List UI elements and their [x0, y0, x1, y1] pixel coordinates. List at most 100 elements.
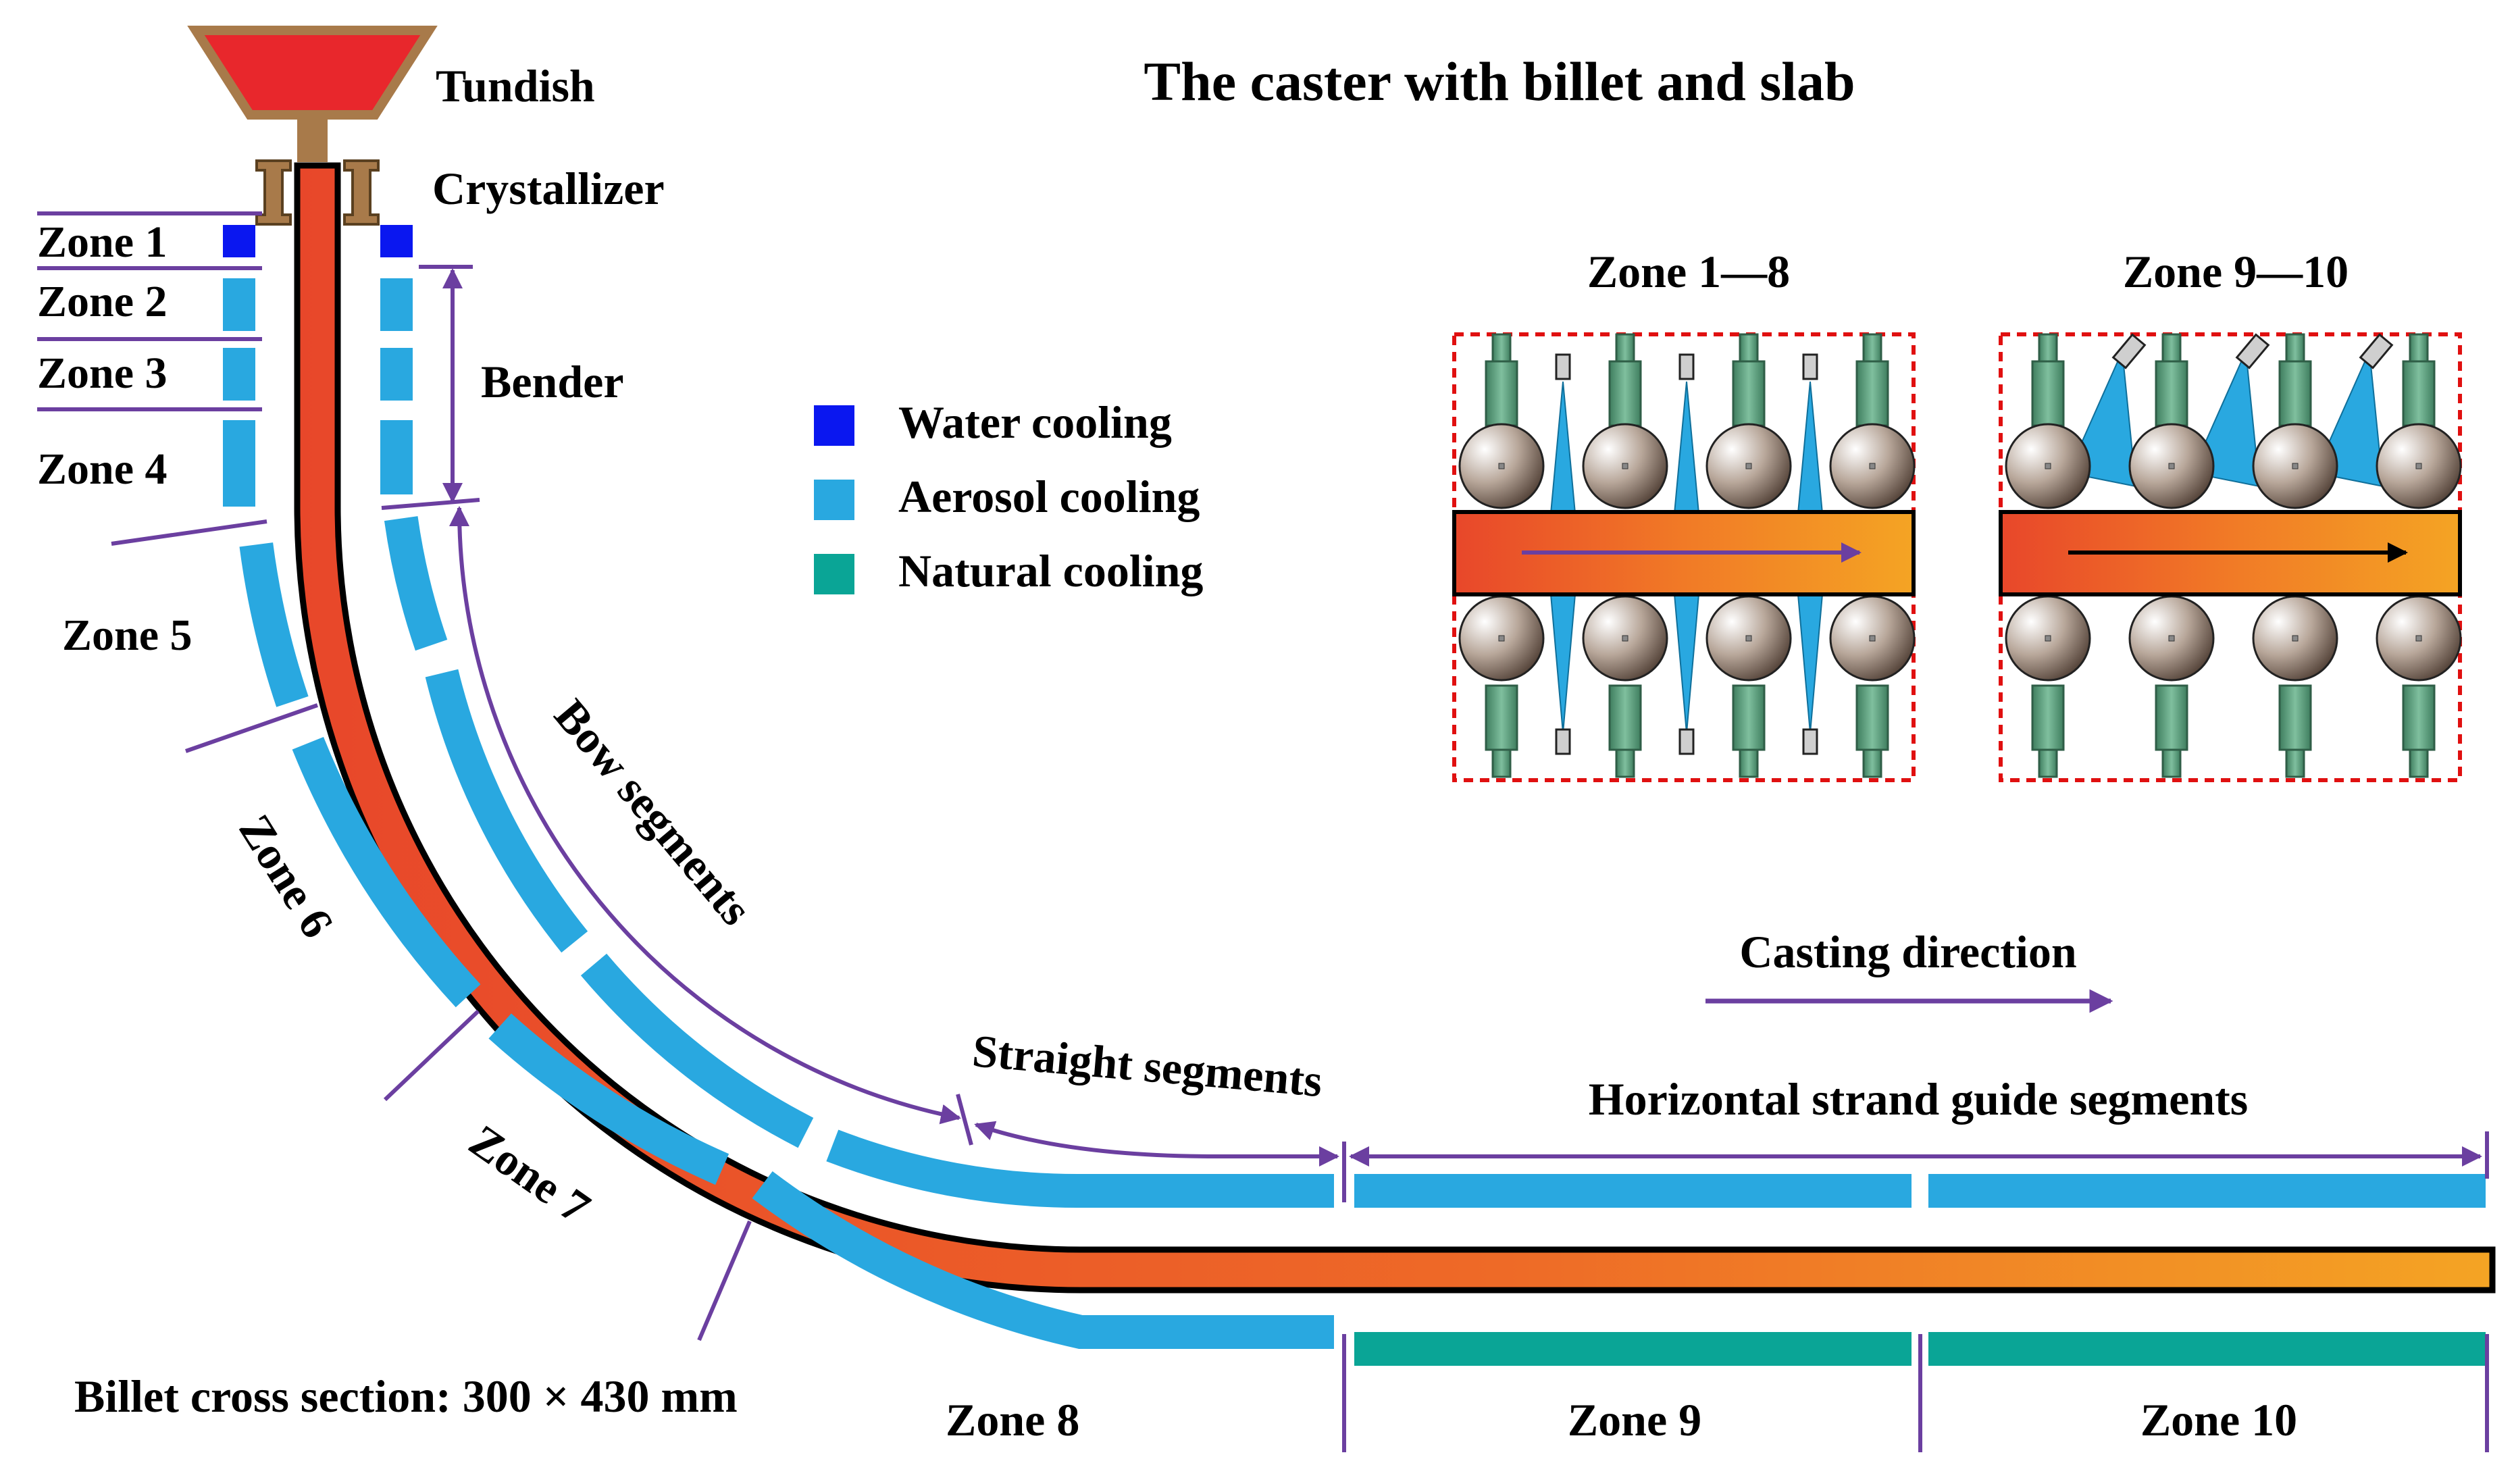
inset1-title: Zone 1—8: [1587, 246, 1790, 297]
spray-nozzle-icon: [1555, 353, 1571, 380]
zone5-outer-block: [239, 542, 309, 707]
roller-support-icon: [2031, 684, 2065, 778]
roller-support-icon: [1485, 684, 1518, 778]
roller-icon: [2252, 595, 2338, 682]
zone-separator-8: [697, 1220, 752, 1341]
roller-icon: [1829, 595, 1916, 682]
roller-support-icon: [1732, 684, 1766, 778]
zone4-block-outer: [223, 420, 255, 507]
casting-direction-label: Casting direction: [1739, 926, 2076, 977]
vertical-aerosol-blocks: [223, 278, 413, 507]
bow-segments-arrow: [448, 506, 961, 1125]
zone8-outer-block: [752, 1171, 1334, 1349]
spray-nozzle-icon: [1802, 353, 1818, 380]
diagram-title: The caster with billet and slab: [1144, 51, 1855, 112]
zone6-outer-block: [292, 736, 481, 1008]
roller-support-icon: [1855, 333, 1889, 427]
roller-support-icon: [2278, 684, 2312, 778]
zone-separators: [37, 211, 752, 1341]
roller-support-icon: [2155, 684, 2188, 778]
tundish-icon: [187, 26, 438, 162]
legend-item-aerosol: Aerosol cooling: [814, 471, 1200, 522]
zone-separator-7: [383, 1009, 480, 1102]
zone4-block-inner: [380, 420, 413, 494]
zone-markers: [1342, 1131, 2489, 1452]
legend-item-natural: Natural cooling: [814, 545, 1203, 596]
roller-support-icon: [2402, 333, 2436, 427]
spray-nozzle-icon: [1555, 728, 1571, 755]
roller-support-icon: [1732, 333, 1766, 427]
spray-nozzle-icon: [1802, 728, 1818, 755]
zone2-block-outer: [223, 278, 255, 331]
roller-icon: [2376, 595, 2462, 682]
legend: Water cooling Aerosol cooling Natural co…: [814, 396, 1203, 596]
zone-separator-5: [111, 519, 267, 546]
crystallizer-icon: [255, 159, 380, 226]
roller-icon: [2128, 595, 2215, 682]
tundish-label: Tundish: [436, 60, 595, 111]
inset-zone9-10: [1999, 332, 2462, 782]
legend-swatch-water: [814, 405, 854, 446]
spray-nozzle-icon: [2235, 333, 2270, 369]
zone6-label: Zone 6: [229, 806, 344, 946]
roller-icon: [1705, 423, 1792, 509]
roller-support-icon: [1855, 684, 1889, 778]
spray-cone: [1797, 594, 1824, 734]
bender-dimension: [381, 265, 480, 510]
zone-separator-6: [185, 703, 318, 753]
zone7-label: Zone 7: [460, 1115, 599, 1233]
inset2-title: Zone 9—10: [2123, 246, 2349, 297]
straight-segments-label: Straight segments: [971, 1025, 1325, 1106]
roller-icon: [1458, 595, 1545, 682]
straight-segments-arrow: [974, 1121, 1339, 1167]
legend-label-water: Water cooling: [898, 396, 1172, 448]
zone10-label: Zone 10: [2140, 1394, 2297, 1445]
roller-support-icon: [2155, 333, 2188, 427]
spray-cone: [1673, 594, 1700, 734]
zone3-block-inner: [380, 348, 413, 401]
zone1-block-inner: [380, 225, 413, 257]
roller-icon: [1705, 595, 1792, 682]
legend-label-natural: Natural cooling: [898, 545, 1203, 596]
roller-icon: [1582, 595, 1668, 682]
zone1-label: Zone 1: [37, 218, 168, 267]
inner-block-1: [384, 516, 448, 651]
roller-support-icon: [2031, 333, 2065, 427]
roller-icon: [1829, 423, 1916, 509]
inset-zone1-8: [1452, 332, 1916, 782]
roller-support-icon: [1485, 333, 1518, 427]
roller-icon: [1582, 423, 1668, 509]
roller-icon: [2252, 423, 2338, 509]
zone1-block-outer: [223, 225, 255, 257]
zone9-label: Zone 9: [1568, 1394, 1701, 1445]
spray-cone: [1549, 381, 1576, 514]
spray-nozzle-icon: [2359, 333, 2394, 369]
zone8-label: Zone 8: [946, 1394, 1079, 1445]
legend-swatch-aerosol: [814, 480, 854, 520]
spray-cone: [1797, 381, 1824, 514]
zone5-label: Zone 5: [62, 611, 193, 660]
roller-support-icon: [1608, 684, 1642, 778]
bow-straight-divider: [956, 1094, 973, 1146]
legend-swatch-natural: [814, 554, 854, 594]
roller-icon: [2128, 423, 2215, 509]
roller-support-icon: [2402, 684, 2436, 778]
legend-label-aerosol: Aerosol cooling: [898, 471, 1200, 522]
zone2-label: Zone 2: [37, 277, 168, 326]
zone3-label: Zone 3: [37, 349, 168, 398]
roller-support-icon: [2278, 333, 2312, 427]
legend-item-water: Water cooling: [814, 396, 1172, 448]
zone3-block-outer: [223, 348, 255, 401]
spray-cone: [1673, 381, 1700, 514]
spray-nozzle-icon: [1678, 728, 1695, 755]
zone4-label: Zone 4: [37, 444, 168, 494]
roller-icon: [2005, 595, 2091, 682]
spray-nozzle-icon: [1678, 353, 1695, 380]
spray-nozzle-icon: [2111, 333, 2147, 369]
bender-label: Bender: [481, 356, 624, 407]
roller-icon: [1458, 423, 1545, 509]
roller-icon: [2376, 423, 2462, 509]
crystallizer-label: Crystallizer: [432, 163, 665, 214]
zone2-block-inner: [380, 278, 413, 331]
